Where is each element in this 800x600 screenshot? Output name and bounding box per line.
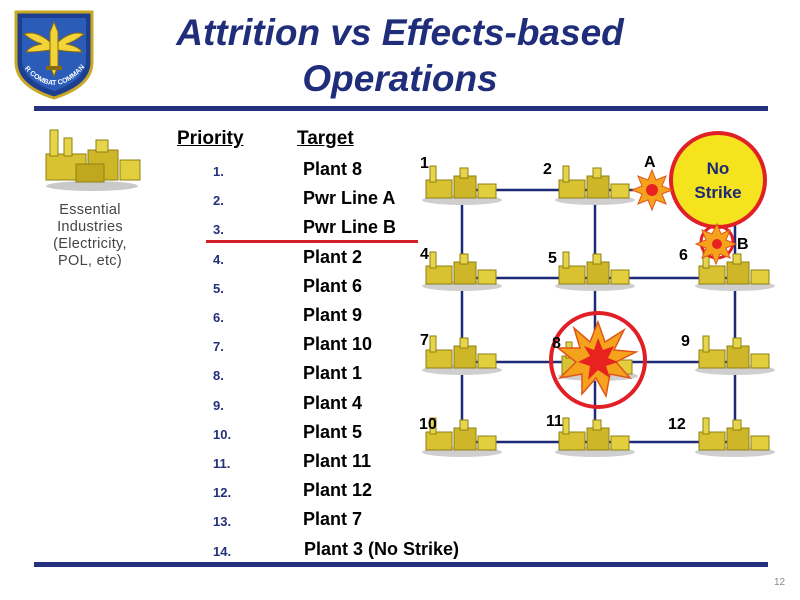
page-number: 12 [774,577,786,588]
priority-row: 1. Plant 8 [0,156,500,185]
priority-number: 1. [213,164,224,179]
priority-row: 10. Plant 5 [0,419,500,448]
plant-7-icon [422,335,502,375]
priority-number: 8. [213,368,224,384]
no-strike-line-2: Strike [694,183,741,202]
priority-number: 13. [213,514,232,530]
priority-target: Plant 7 [303,509,363,530]
industry-label-line: POL, etc) [58,253,122,269]
node-label-11: 11 [546,413,563,430]
priority-header: Priority [177,128,244,149]
plant-9-icon [695,335,775,375]
priority-number: 4. [213,251,224,267]
priority-number: 7. [213,339,224,355]
line-label-b: B [737,236,749,253]
priority-target: Plant 11 [303,451,372,471]
priority-row: 11. Plant 11 [0,448,500,477]
priority-number: 12. [213,485,232,501]
title-line-2: Operations [302,58,498,99]
node-label-2: 2 [543,161,552,178]
priority-number: 6. [213,310,224,325]
priority-number: 14. [213,543,232,559]
priority-row: 14. Plant 3 (No Strike) [0,536,500,565]
plant-6-icon [695,251,775,291]
explosion-core-icon [578,338,618,380]
priority-row: 12. Plant 12 [0,477,500,506]
priority-target: Pwr Line A [303,188,396,209]
priority-row: 6. Plant 9 [0,302,500,331]
priority-number: 9. [213,397,224,413]
node-label-7: 7 [420,332,429,349]
plant-10-icon [422,417,502,457]
node-label-12: 12 [668,416,686,433]
industry-label-line: Essential [59,202,121,218]
plant-11-icon [555,417,635,457]
priority-target: Plant 2 [303,246,363,267]
priority-row: 3. Pwr Line B [0,214,500,243]
priority-target: Plant 1 [303,363,363,384]
priority-target: Plant 12 [303,480,373,501]
node-label-10: 10 [419,416,437,433]
node-label-1: 1 [420,155,429,172]
priority-number: 11. [213,456,231,471]
priority-row: 13. Plant 7 [0,506,500,535]
no-strike-line-1: No [707,159,730,178]
priority-target: Plant 4 [303,392,363,413]
title-line-1: Attrition vs Effects-based [176,12,624,53]
bottom-rule [34,562,768,567]
plant-2-icon [555,165,635,205]
industry-plant-icon [45,129,141,191]
priority-number: 5. [213,280,224,296]
priority-target: Plant 10 [303,334,373,355]
plant-markers [422,165,775,457]
air-combat-command-logo: AIR COMBAT COMMAND [8,6,94,100]
explosion-line-a-core [646,184,658,196]
node-label-9: 9 [681,333,690,350]
node-label-8: 8 [552,335,561,352]
line-label-a: A [644,154,656,171]
plant-1-icon [422,165,502,205]
priority-number: 3. [213,222,224,238]
plant-5-icon [555,251,635,291]
plant-12-icon [695,417,775,457]
target-header: Target [297,128,354,149]
priority-target: Plant 3 (No Strike) [304,538,460,559]
priority-target: Plant 9 [303,305,363,325]
priority-row: 2. Pwr Line A [0,185,500,214]
slide-title: Attrition vs Effects-based Operations [110,10,690,102]
top-rule [34,106,768,111]
network-lines [460,188,737,444]
priority-target: Plant 5 [303,421,363,442]
node-label-4: 4 [420,246,429,263]
priority-target: Plant 8 [303,159,363,179]
strike-ring-plant-8 [549,311,647,409]
industry-label: Essential Industries (Electricity, POL, … [34,202,146,270]
explosion-line-b-core [712,239,722,249]
priority-row: 9. Plant 4 [0,390,500,419]
industry-label-line: (Electricity, [53,236,127,252]
priority-row: 8. Plant 1 [0,360,500,389]
priority-target: Pwr Line B [303,217,397,238]
priority-number: 10. [213,426,232,442]
priority-row: 4. Plant 2 [0,244,500,273]
no-strike-callout [669,131,767,229]
priority-number: 2. [213,193,224,209]
industry-label-line: Industries [57,219,123,235]
plant-4-icon [422,251,502,291]
node-label-6: 6 [679,247,688,264]
priority-row: 7. Plant 10 [0,331,500,360]
priority-row: 5. Plant 6 [0,273,500,302]
cutoff-line [206,240,418,243]
priority-target: Plant 6 [303,275,363,296]
node-label-5: 5 [548,250,557,267]
